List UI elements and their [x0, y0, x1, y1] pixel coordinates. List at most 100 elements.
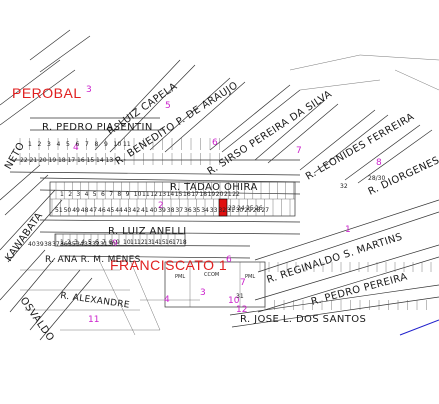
lot-dividers: [19, 138, 432, 310]
lot-number: 10: [114, 141, 122, 148]
street-luiz-anelli: R. LUIZ ANELLI: [108, 226, 187, 237]
lot-number: 18: [199, 191, 207, 198]
lot-number: 49: [72, 207, 80, 214]
lot-number: 32: [218, 207, 226, 214]
lot-number: 23: [228, 205, 236, 212]
lot-number: 1: [60, 191, 64, 198]
lot-number: 31: [100, 241, 108, 248]
lot-number: 30: [236, 207, 244, 214]
lot-number: 41: [141, 207, 149, 214]
lot-number: 13: [144, 239, 152, 246]
lot-number: 14: [167, 191, 175, 198]
lot-number: 35: [193, 207, 201, 214]
lot-number: 39: [36, 241, 44, 248]
lot-number: 5: [93, 191, 97, 198]
lot-number: 38: [167, 207, 175, 214]
lot-number: 9: [116, 239, 120, 246]
lot-number: 3: [76, 191, 80, 198]
lot-number: 3: [74, 239, 78, 246]
lot-number: 4: [81, 239, 85, 246]
lot-number: 1: [28, 141, 32, 148]
lot-number: 15: [87, 157, 95, 164]
quadra-label: 11: [88, 315, 99, 325]
lot-number: 13: [106, 157, 114, 164]
neighborhood-perobal: PEROBAL: [12, 85, 82, 101]
lot-number: 35: [68, 241, 76, 248]
lot-number: 6: [76, 141, 80, 148]
lot-number: 11: [142, 191, 150, 198]
lot-number: 21: [30, 157, 38, 164]
quadra-label: 12: [236, 305, 247, 315]
lot-number: 20: [39, 157, 47, 164]
quadra-label: 9: [112, 239, 118, 249]
lot-number: 25: [246, 205, 254, 212]
selected-lot[interactable]: [218, 198, 228, 217]
quadra-label: 8: [376, 158, 382, 168]
quadra-label: 3: [86, 85, 92, 95]
marker-pml-1: PML: [175, 274, 185, 280]
quadra-label: 2: [158, 201, 164, 211]
lot-number: 17: [172, 239, 180, 246]
lot-number: 12: [137, 239, 145, 246]
street-jose-santos: R. JOSE L. DOS SANTOS: [240, 314, 366, 325]
quadra-label: 6: [226, 255, 232, 265]
lot-number: 15: [175, 191, 183, 198]
lot-number: 7: [102, 239, 106, 246]
lot-number: 22: [232, 191, 240, 198]
lot-number: 36: [184, 207, 192, 214]
lot-number: 11: [130, 239, 138, 246]
lot-number: 32: [340, 183, 348, 190]
lot-number: 24: [237, 205, 245, 212]
lot-number: 10: [134, 191, 142, 198]
lot-number: 34: [76, 241, 84, 248]
lot-number: 40: [150, 207, 158, 214]
lot-number: 16: [183, 191, 191, 198]
lot-number: 37: [175, 207, 183, 214]
lot-number: 17: [68, 157, 76, 164]
lot-number: 18: [179, 239, 187, 246]
lot-number: 19: [49, 157, 57, 164]
quadra-labels: 3 5 4 6 7 8 2 9 1 6 7 3 4 10 11 12: [73, 85, 382, 325]
street-osvaldo: OSVALDO: [18, 295, 56, 343]
lot-number: 7: [85, 141, 89, 148]
lot-number: 45: [107, 207, 115, 214]
quadra-label: 10: [228, 296, 240, 306]
lot-number: 38: [44, 241, 52, 248]
lot-number: 9: [104, 141, 108, 148]
lot-number: 2: [68, 191, 72, 198]
lot-number: 46: [98, 207, 106, 214]
lot-number: 27: [261, 207, 269, 214]
lot-number: 28: [253, 207, 261, 214]
street-ana-menes: R. ANA R. M. MENES: [45, 255, 141, 265]
lot-number: 6: [95, 239, 99, 246]
lot-number: 11: [123, 141, 131, 148]
lot-number: 34: [201, 207, 209, 214]
street-sirso-pereira: R. SIRSO PEREIRA DA SILVA: [206, 89, 335, 178]
lot-number: 40: [28, 241, 36, 248]
quadra-label: 5: [165, 101, 171, 111]
street-kawabata: KAWABATA: [3, 211, 45, 264]
street-pedro-pereira: R. PEDRO PEREIRA: [310, 272, 409, 308]
lot-number: 42: [132, 207, 140, 214]
lot-number: 44: [115, 207, 123, 214]
lot-number: 13: [158, 191, 166, 198]
lot-number: 30: [108, 241, 116, 248]
lot-number: 28/30: [368, 175, 385, 182]
lot-number: 31: [227, 207, 235, 214]
quadra-label: 1: [345, 225, 351, 235]
quadra-label: 4: [73, 143, 79, 153]
lot-number: 12: [150, 191, 158, 198]
lot-number: 20: [216, 191, 224, 198]
lot-number: 32: [92, 241, 100, 248]
lot-number: 4: [57, 141, 61, 148]
lot-number: 5: [88, 239, 92, 246]
lot-number: 22: [20, 157, 28, 164]
lot-number: 36: [60, 241, 68, 248]
lot-number: 48: [81, 207, 89, 214]
quadra-label: 6: [212, 138, 218, 148]
marker-pml-2: PML: [245, 274, 255, 280]
lot-number: 8: [117, 191, 121, 198]
